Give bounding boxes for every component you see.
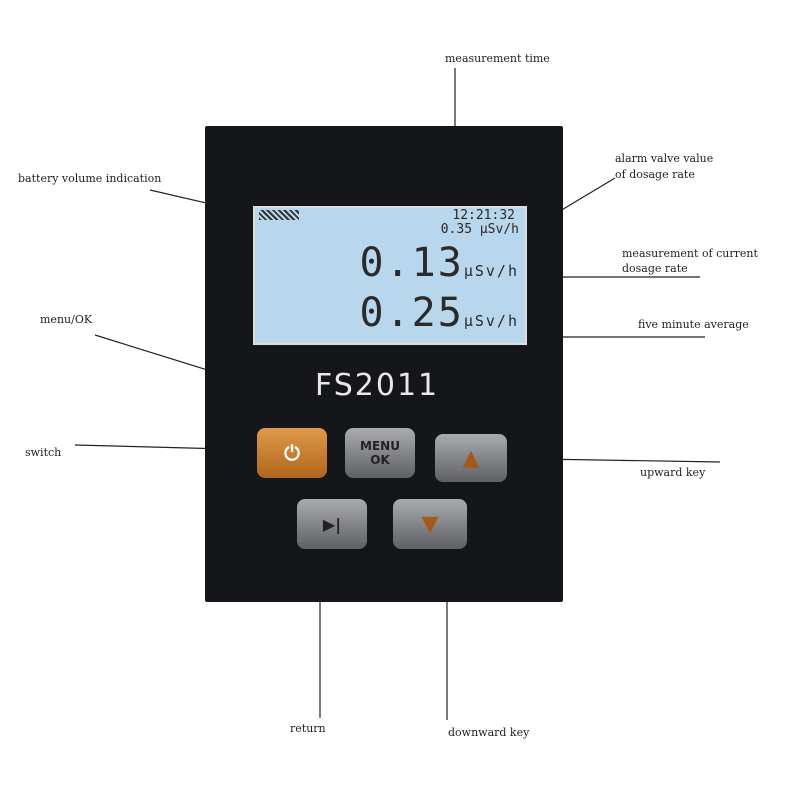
label-current: measurement of current [622, 247, 758, 260]
up-arrow-icon: ▲ [462, 445, 480, 471]
power-button[interactable]: ⏻ [257, 428, 327, 478]
label-average: five minute average [638, 318, 749, 331]
average-value: 0.25 [359, 290, 464, 336]
alarm-value: 0.35 µSv/h [440, 222, 519, 237]
measurement-time: 12:21:32 [452, 208, 515, 223]
up-button[interactable]: ▲ [435, 434, 507, 482]
label-battery: battery volume indication [18, 172, 162, 185]
current-value: 0.13 [359, 240, 464, 286]
label-alarm-2: of dosage rate [615, 168, 695, 181]
menu-label: MENU [360, 439, 400, 453]
down-arrow-icon: ▼ [421, 511, 439, 537]
battery-icon [259, 210, 299, 220]
lcd-screen: 12:21:32 0.35 µSv/h 0.13µSv/h 0.25µSv/h [253, 206, 527, 345]
model-name: FS2011 [315, 368, 440, 403]
label-upward: upward key [640, 466, 706, 479]
return-icon: ▶| [322, 514, 342, 534]
dosimeter-device: 12:21:32 0.35 µSv/h 0.13µSv/h 0.25µSv/h … [205, 126, 563, 602]
current-unit: µSv/h [463, 262, 519, 280]
current-dose-rate: 0.13µSv/h [360, 240, 519, 286]
label-alarm: alarm valve value [615, 152, 714, 165]
label-return: return [290, 722, 326, 735]
ok-label: OK [370, 453, 390, 467]
down-button[interactable]: ▼ [393, 499, 467, 549]
average-dose-rate: 0.25µSv/h [360, 290, 519, 336]
return-button[interactable]: ▶| [297, 499, 367, 549]
label-menu-ok: menu/OK [40, 313, 93, 326]
label-measurement-time: measurement time [445, 52, 550, 65]
power-icon: ⏻ [284, 441, 300, 465]
label-switch: switch [25, 446, 62, 459]
label-current-2: dosage rate [622, 262, 688, 275]
average-unit: µSv/h [463, 312, 519, 330]
label-downward: downward key [448, 726, 530, 739]
